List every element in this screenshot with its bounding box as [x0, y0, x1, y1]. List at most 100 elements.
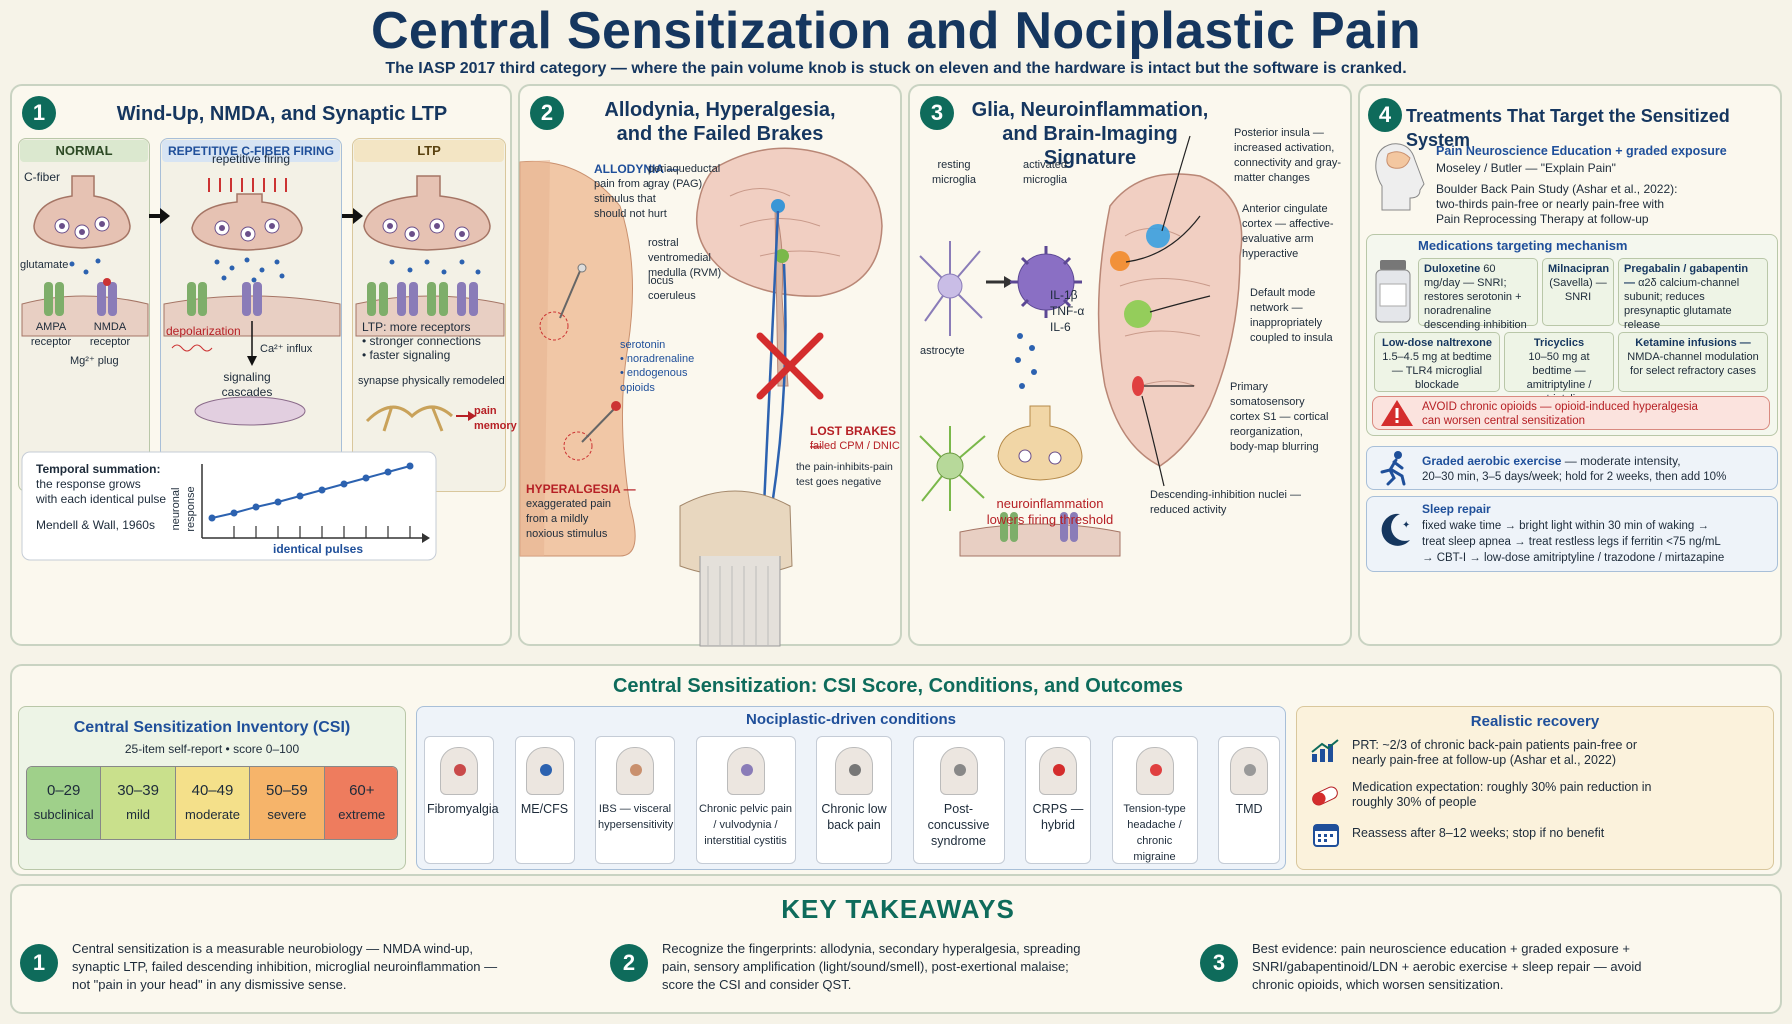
- avoid-opioids-box: [1372, 396, 1770, 430]
- glia-brain-illustration: [919, 135, 1243, 557]
- condition-icon: [1039, 747, 1077, 795]
- condition-card: Fibromyalgia: [424, 736, 499, 864]
- insula-note: Posterior insula — increased activation,…: [1234, 127, 1341, 184]
- csi-subtitle: 25-item self-report • score 0–100: [124, 742, 300, 756]
- condition-icon: [1135, 747, 1174, 795]
- condition-card: Post-concussive syndrome: [912, 736, 1005, 864]
- panel-number: 4: [1368, 98, 1402, 132]
- condition-icon: [939, 747, 978, 795]
- condition-icon: [835, 747, 873, 795]
- pag-label: periaqueductal gray (PAG): [648, 163, 721, 190]
- medications-header: Medications targeting mechanism: [1418, 238, 1628, 253]
- recovery-line1: PRT: ~2/3 of chronic back-pain patients …: [1352, 738, 1637, 767]
- sleep-line3: treat sleep apnea → treat restless legs …: [1422, 536, 1721, 548]
- condition-label: Chronic pelvic pain / vulvodynia / inter…: [699, 803, 792, 847]
- condition-card: Chronic pelvic pain / vulvodynia / inter…: [695, 736, 796, 864]
- panel-title-line1: Glia, Neuroinflammation,: [971, 99, 1209, 121]
- mg-label: Mg²⁺ plug: [70, 355, 119, 367]
- condition-card: TMD: [1218, 736, 1280, 864]
- takeaways-title: KEY TAKEAWAYS: [781, 894, 1015, 924]
- pne-line5: Pain Reprocessing Therapy at follow-up: [1436, 212, 1649, 226]
- csi-band: 40–49 moderate: [175, 767, 251, 839]
- csi-title: Central Sensitization Inventory (CSI): [73, 719, 351, 736]
- csi-band-label: extreme: [338, 807, 386, 822]
- panel-title-line1: Allodynia, Hyperalgesia,: [604, 99, 836, 121]
- pill-bottle-icon: [1375, 260, 1411, 323]
- page-title: Central Sensitization and Nociplastic Pa…: [371, 2, 1421, 60]
- panel-title: Treatments That Target the Sensitized Sy…: [1406, 106, 1730, 150]
- pne-title: Pain Neuroscience Education + graded exp…: [1436, 144, 1727, 158]
- allodynia-label: ALLODYNIA —: [594, 162, 679, 176]
- panel-number: 1: [22, 96, 56, 130]
- neuroinflammation-label: neuroinflammation: [996, 496, 1104, 511]
- med-milnacipran: Milnacipran(Savella) — SNRI: [1542, 258, 1614, 326]
- takeaway-number: 2: [610, 944, 648, 982]
- noradrenaline-label: • noradrenaline: [620, 353, 695, 365]
- lost-brakes-sub: failed CPM / DNIC: [810, 440, 900, 452]
- csi-band-range: 60+: [349, 782, 375, 799]
- csi-band-label: mild: [126, 807, 150, 822]
- csi-band-label: moderate: [185, 807, 240, 822]
- x-axis-label: identical pulses: [272, 542, 364, 556]
- y-axis-label: neuronal response: [170, 486, 197, 532]
- lc-label: locus coeruleus: [648, 275, 696, 302]
- condition-card: Tension-type headache / chronic migraine: [1111, 736, 1198, 864]
- med-pregabalin: Pregabalin / gabapentin — α2δ calcium-ch…: [1618, 258, 1768, 331]
- rvm-label: rostral ventromedial medulla (RVM): [648, 237, 722, 279]
- dmn-note: Default mode network — inappropriately c…: [1250, 287, 1333, 344]
- takeaway-text: Central sensitization is a measurable ne…: [72, 941, 498, 992]
- cpm-note: the pain-inhibits-pain test goes negativ…: [796, 461, 893, 488]
- remodeled-label: synapse physically remodeled: [358, 375, 505, 387]
- csi-band-range: 50–59: [266, 782, 308, 799]
- citation: Mendell & Wall, 1960s: [36, 518, 155, 532]
- ltp-line2: • stronger connections: [362, 334, 481, 348]
- signaling-label: signaling cascades: [221, 370, 273, 399]
- panel-takeaways: KEY TAKEAWAYS 1 Central sensitization is …: [10, 884, 1782, 1014]
- condition-label: Tension-type headache / chronic migraine: [1123, 803, 1186, 863]
- csi-band-range: 30–39: [117, 782, 159, 799]
- sleep-box: [1366, 496, 1778, 572]
- growth-chart-icon: [1311, 739, 1339, 762]
- serotonin-label: serotonin: [620, 339, 666, 351]
- condition-label: TMD: [1235, 802, 1263, 816]
- recovery-line3: Reassess after 8–12 weeks; stop if no be…: [1352, 826, 1605, 840]
- moon-icon: ✦: [1381, 513, 1410, 546]
- sleep-line4: → CBT-I → low-dose amitriptyline / trazo…: [1422, 552, 1725, 564]
- csi-scale: 0–29 subclinical 30–39 mild 40–49 moderate 50–…: [26, 766, 398, 840]
- svg-text:✦: ✦: [1402, 520, 1410, 531]
- temporal-summation-line3: with each identical pulse: [36, 492, 167, 506]
- avoid-line2: can worsen central sensitization: [1422, 415, 1585, 427]
- takeaway-list: 1 Central sensitization is a measurable n…: [12, 932, 1784, 1012]
- descending-note: Descending-inhibition nuclei — reduced a…: [1150, 489, 1302, 516]
- takeaway-number: 1: [20, 944, 58, 982]
- synapse-illustrations: [21, 175, 505, 561]
- condition-label: Post-concussive syndrome: [927, 802, 990, 848]
- runner-icon: [1380, 451, 1406, 486]
- resting-microglia-label: resting microglia: [931, 159, 976, 186]
- hyperalgesia-desc: exaggerated pain from a mildly noxious s…: [526, 498, 612, 540]
- page-subtitle: The IASP 2017 third category — where the…: [385, 60, 1407, 77]
- csi-band-range: 40–49: [191, 782, 234, 799]
- pne-line4: two-thirds pain-free or nearly pain-free…: [1436, 197, 1665, 211]
- panel-glia: 3 Glia, Neuroinflammation, and Brain-Ima…: [908, 84, 1352, 646]
- condition-label: IBS — visceral hypersensitivity: [598, 803, 674, 831]
- warning-icon: [1381, 400, 1413, 426]
- opioids-label: • endogenous opioids: [620, 367, 688, 394]
- csi-band-label: subclinical: [33, 807, 94, 822]
- exercise-line1: Graded aerobic exercise — moderate inten…: [1422, 454, 1681, 468]
- exercise-box: [1366, 446, 1778, 490]
- csi-band-range: 0–29: [47, 782, 81, 799]
- ampa-label: AMPA receptor: [30, 321, 72, 348]
- lost-brakes-label: LOST BRAKES —: [810, 424, 897, 453]
- panel-wind-up: 1 Wind-Up, NMDA, and Synaptic LTP NORMAL…: [10, 84, 517, 646]
- calcium-label: Ca²⁺ influx: [260, 343, 313, 355]
- arm-and-brain-illustration: [519, 147, 883, 647]
- condition-label: ME/CFS: [520, 802, 569, 816]
- ltp-line3: • faster signaling: [362, 348, 451, 362]
- repetitive-firing-label: repetitive firing: [211, 152, 291, 166]
- condition-icon: [525, 747, 564, 795]
- il1-label: IL-1β: [1050, 288, 1078, 302]
- condition-icon: [616, 747, 654, 795]
